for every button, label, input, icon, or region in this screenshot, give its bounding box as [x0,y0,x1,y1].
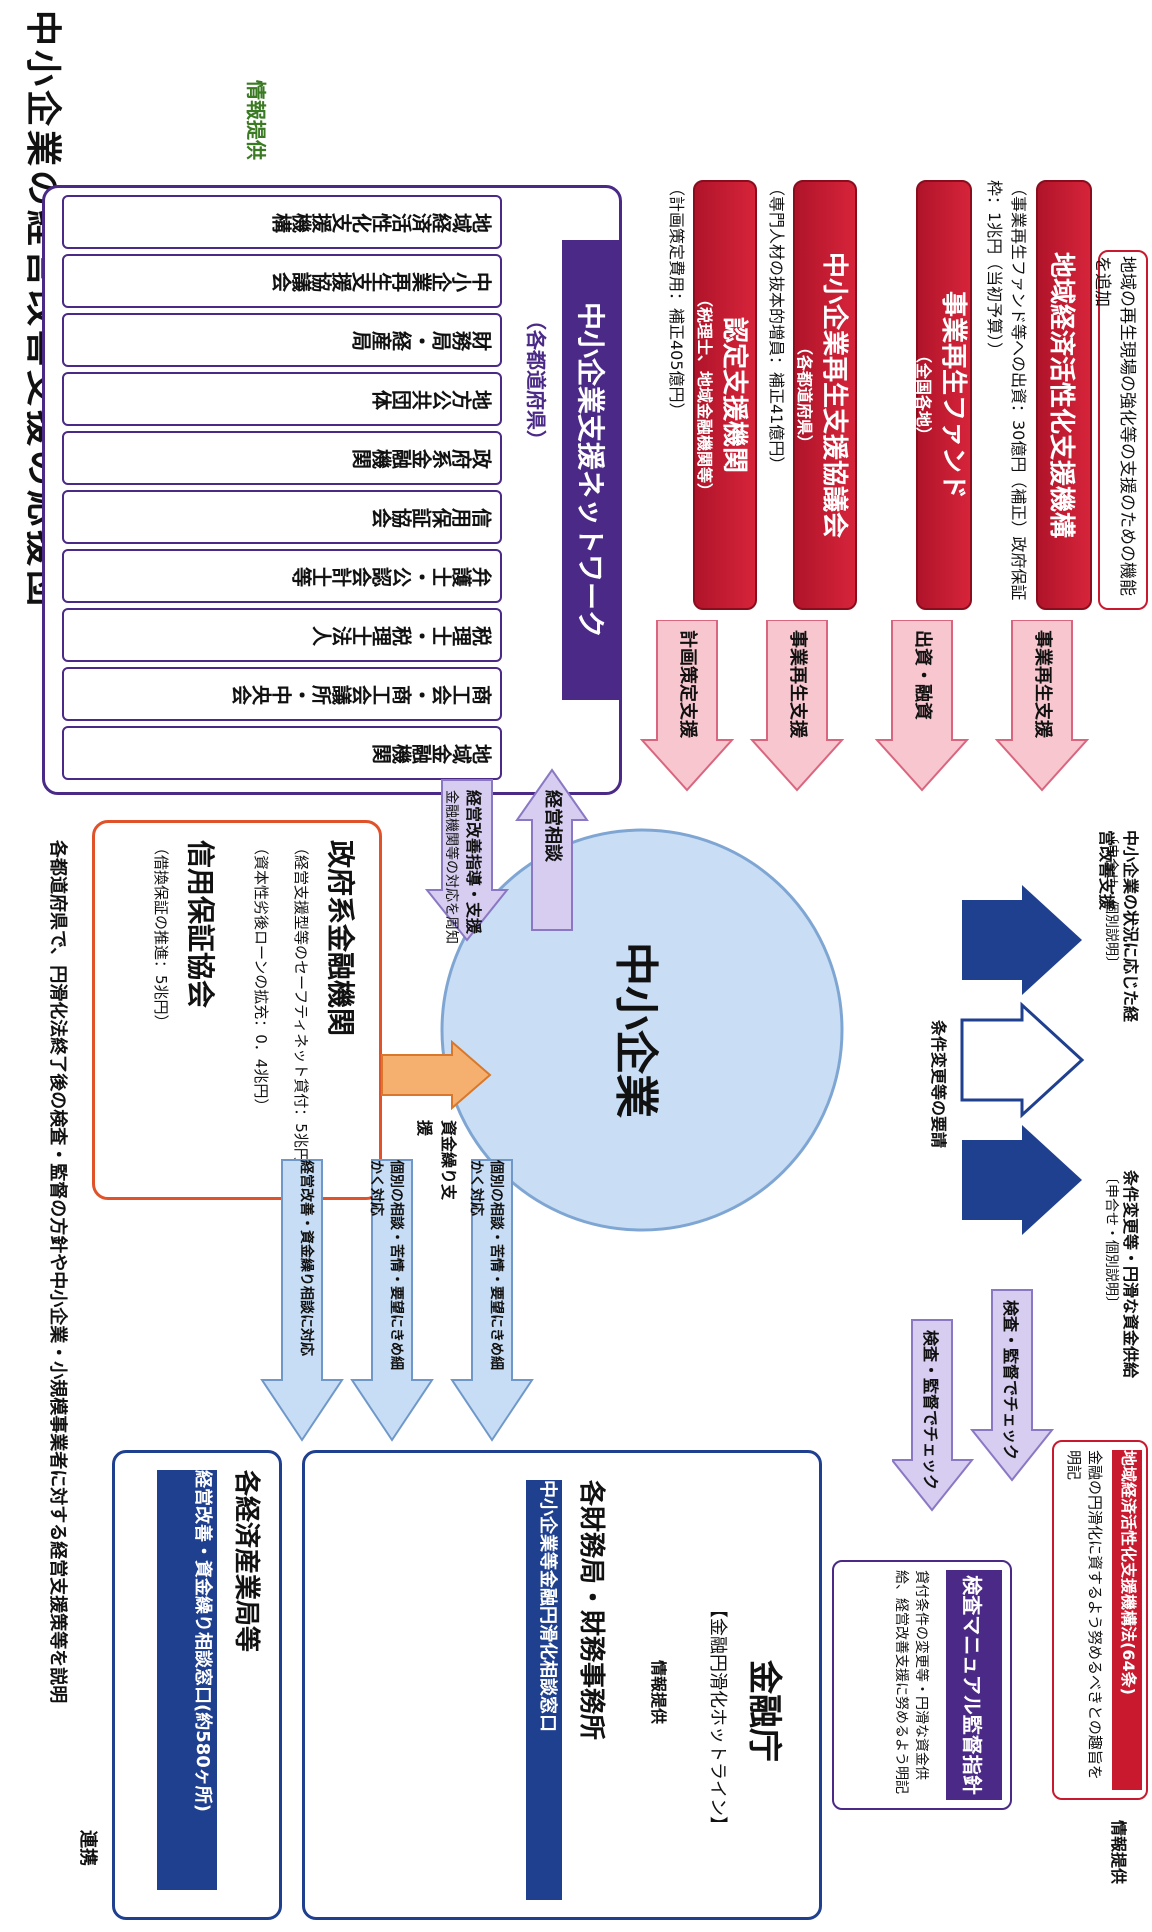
org-certified-support: 認定支援機関 （税理士、地域金融機関等） [693,180,757,610]
org-reeval-agency: 地域経済活性化支援機構 [1036,180,1092,610]
bank-right-note: 〔申合せ・個別説明〕 [1103,1170,1119,1310]
network-member: 政府系金融機関 [62,431,502,485]
network-member: 中小企業再生支援協議会 [62,254,502,308]
org-turnaround-fund: 事業再生ファンド （全国各地） [914,180,972,610]
consult-arrow-1: 個別の相談・苦情・要望にきめ細かく対応 [468,1160,504,1370]
network-title-text: 中小企業支援ネットワーク [574,301,607,638]
gov-finance-note2: （資本性劣後ローンの拡充：0．4兆円） [252,840,270,1114]
network-subtitle: （各都道府県） [524,310,548,450]
manual-note: 貸付条件の変更等・円滑な資金供給、経営改善支援に努めるよう明記 [893,1570,929,1794]
support-arrows [639,620,1090,792]
inspection-label-1: 検査・監督でチェック [1001,1300,1020,1461]
org-certified-note: （計画策定費用：補正405億円） [667,180,686,419]
law-callout-title: 地域経済活性化支援機構法(64条) [1112,1450,1142,1790]
gov-finance-title: 政府系金融機関 [324,840,357,1037]
network-member: 税理士・税理士法人 [62,608,502,662]
bureau-fin-title: 各財務局・財務事務所 [576,1480,606,1741]
network-member: 信用保証協会 [62,490,502,544]
network-member: 地域経済活性化支援機構 [62,195,502,249]
bank-arrows [960,885,1085,1235]
guidance-note: 金融機関等の対応を周知 [443,790,459,944]
network-title: 中小企業支援ネットワーク [562,240,622,700]
consult-label: 経営相談 [542,790,563,862]
org-turnaround-fund-name: 事業再生ファンド [938,290,969,499]
arrow-label-revitalize-1: 事業再生支援 [1032,630,1053,738]
guidance-label: 経営改善指導・支援 [464,790,483,935]
inspection-arrows [892,1289,1055,1512]
meti-title: 各経済産業局等 [231,1470,261,1653]
inspection-label-2: 検査・監督でチェック [921,1330,940,1491]
credit-note: （借換保証の推進：5兆円） [152,840,170,1030]
org-reeval-note: （事業再生ファンド等への出資：30億円（補正）政府保証枠：1兆円（当初予算）） [985,180,1028,601]
org-council-sub: （各都道府県） [795,338,815,451]
org-council-name: 中小企業再生支援協議会 [819,251,850,538]
coop-label: 連携 [77,1830,98,1866]
consult-arrows [424,768,589,942]
org-council-note: （専門人材の抜本的増員：補正41億円） [767,180,786,473]
network-member: 地方公共団体 [62,372,502,426]
credit-title: 信用保証協会 [184,840,217,1009]
callout-function-added: 地域の再生現場の強化等の支援のための機能を追加 [1092,250,1148,610]
bank-mid-label: 条件変更等の要請 [929,1020,948,1149]
manual-title: 検査マニュアル監督指針 [946,1570,1002,1800]
center-label: 中小企業 [610,942,661,1118]
network-member: 財務局・経産局 [62,313,502,367]
arrow-label-plan: 計画策定支援 [677,630,698,738]
meti-window: 経営改善・資金繰り相談窓口(約580ヶ所) [157,1470,217,1890]
cash-arrow [381,1040,492,1110]
fsa-info-label: 情報提供 [649,1660,668,1725]
arrow-label-invest: 出資・融資 [912,630,933,720]
bank-right-label: 条件変更等・円滑な資金供給 [1121,1170,1140,1379]
network-member: 商工会・商工会議所・中央会 [62,667,502,721]
bureau-fin-window: 中小企業等金融円滑化相談窓口 [526,1480,562,1900]
fsa-title: 金融庁 [744,1660,784,1762]
org-certified-sub: （税理士、地域金融機関等） [695,290,715,499]
consult-agency-arrows [260,1159,534,1442]
org-certified-name: 認定支援機関 [719,316,750,473]
gov-finance-note1: （経営支援型等のセーフティネット貸付：5兆円） [292,840,310,1178]
consult-arrow-3: 経営改善・資金繰り相談に対応 [298,1160,314,1356]
org-turnaround-fund-sub: （全国各地） [914,346,934,443]
bottom-note: 各都道府県で、円滑化法終了後の検査・監督の方針や中小企業・小規模事業者に対する経… [47,840,68,1704]
fsa-hotline: 【金融円滑化ホットライン】 [707,1600,728,1834]
arrow-label-revitalize-2: 事業再生支援 [787,630,808,738]
network-member: 弁護士・公認会計士等 [62,549,502,603]
info-provide-right: 情報提供 [1109,1820,1128,1885]
bank-left-note: 〔申合せ・個別説明〕 [1103,830,1119,970]
org-revitalization-council: 中小企業再生支援協議会 （各都道府県） [793,180,857,610]
law-callout-text: 金融の円滑化に資するよう努めるべきとの趣旨を明記 [1065,1450,1104,1780]
consult-arrow-2: 個別の相談・苦情・要望にきめ細かく対応 [368,1160,404,1370]
